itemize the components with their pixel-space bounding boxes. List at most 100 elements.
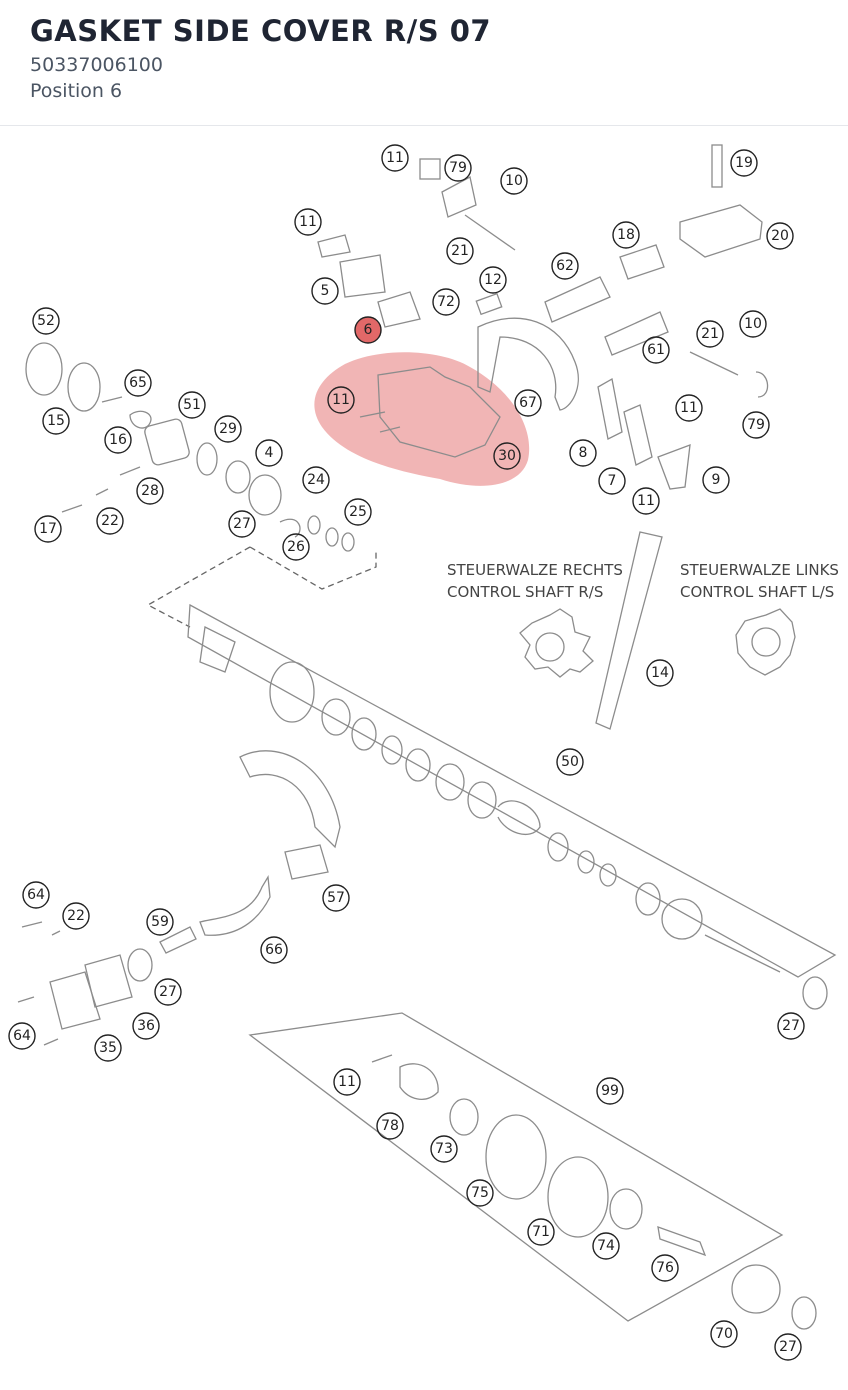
callout-30[interactable]: 30 [493,442,521,470]
callout-number: 75 [471,1185,489,1201]
callout-circle [311,277,339,305]
callout-number: 11 [299,214,317,230]
callout-circle [766,222,794,250]
callout-22[interactable]: 22 [96,507,124,535]
callout-26[interactable]: 26 [282,533,310,561]
callout-8[interactable]: 8 [569,439,597,467]
callout-number: 35 [99,1040,117,1056]
callout-29[interactable]: 29 [214,415,242,443]
callout-16[interactable]: 16 [104,426,132,454]
callout-11[interactable]: 11 [327,386,355,414]
callout-circle [228,510,256,538]
callout-circle [646,659,674,687]
callout-circle [777,1012,805,1040]
callout-number: 11 [680,400,698,416]
callout-72[interactable]: 72 [432,288,460,316]
callout-circle [302,466,330,494]
callout-11[interactable]: 11 [294,208,322,236]
callout-number: 36 [137,1018,155,1034]
callout-65[interactable]: 65 [124,369,152,397]
callout-35[interactable]: 35 [94,1034,122,1062]
callout-11[interactable]: 11 [675,394,703,422]
callout-number: 24 [307,472,325,488]
callout-79[interactable]: 79 [444,154,472,182]
callout-21[interactable]: 21 [696,320,724,348]
callout-27[interactable]: 27 [228,510,256,538]
callout-12[interactable]: 12 [479,266,507,294]
callout-99[interactable]: 99 [596,1077,624,1105]
callout-number: 22 [67,908,85,924]
callout-57[interactable]: 57 [322,884,350,912]
callout-4[interactable]: 4 [255,439,283,467]
callout-28[interactable]: 28 [136,477,164,505]
callout-61[interactable]: 61 [642,336,670,364]
callout-22[interactable]: 22 [62,902,90,930]
callout-17[interactable]: 17 [34,515,62,543]
callout-circle [696,320,724,348]
callout-70[interactable]: 70 [710,1320,738,1348]
callout-19[interactable]: 19 [730,149,758,177]
callout-circle [774,1333,802,1361]
callout-21[interactable]: 21 [446,237,474,265]
callout-79[interactable]: 79 [742,411,770,439]
callout-circle [730,149,758,177]
callout-11[interactable]: 11 [632,487,660,515]
callout-number: 10 [744,316,762,332]
callout-10[interactable]: 10 [500,167,528,195]
callout-circle [294,208,322,236]
callout-52[interactable]: 52 [32,307,60,335]
callout-64[interactable]: 64 [22,881,50,909]
callout-75[interactable]: 75 [466,1179,494,1207]
callout-20[interactable]: 20 [766,222,794,250]
callout-number: 11 [338,1074,356,1090]
callout-7[interactable]: 7 [598,467,626,495]
callout-11[interactable]: 11 [333,1068,361,1096]
callout-74[interactable]: 74 [592,1232,620,1260]
callout-circle [354,316,382,344]
callout-number: 27 [782,1018,800,1034]
callout-number: 27 [159,984,177,1000]
callout-76[interactable]: 76 [651,1254,679,1282]
callout-10[interactable]: 10 [739,310,767,338]
callout-36[interactable]: 36 [132,1012,160,1040]
callout-78[interactable]: 78 [376,1112,404,1140]
callout-15[interactable]: 15 [42,407,70,435]
callout-59[interactable]: 59 [146,908,174,936]
callout-64[interactable]: 64 [8,1022,36,1050]
callout-50[interactable]: 50 [556,748,584,776]
callout-62[interactable]: 62 [551,252,579,280]
callout-circle [612,221,640,249]
callout-circle [596,1077,624,1105]
callout-71[interactable]: 71 [527,1218,555,1246]
callout-number: 66 [265,942,283,958]
callout-25[interactable]: 25 [344,498,372,526]
part-number: 50337006100 [30,54,163,76]
callout-circle [327,386,355,414]
callout-73[interactable]: 73 [430,1135,458,1163]
callout-67[interactable]: 67 [514,389,542,417]
callout-number: 7 [608,473,617,489]
callout-27[interactable]: 27 [777,1012,805,1040]
callout-66[interactable]: 66 [260,936,288,964]
callout-11[interactable]: 11 [381,144,409,172]
callout-27[interactable]: 27 [154,978,182,1006]
callout-9[interactable]: 9 [702,466,730,494]
callout-number: 16 [109,432,127,448]
callout-circle [444,154,472,182]
callout-circle [333,1068,361,1096]
callout-number: 70 [715,1326,733,1342]
callout-5[interactable]: 5 [311,277,339,305]
callout-27[interactable]: 27 [774,1333,802,1361]
callout-51[interactable]: 51 [178,391,206,419]
callout-6[interactable]: 6 [354,316,382,344]
exploded-parts-diagram: STEUERWALZE RECHTS CONTROL SHAFT R/S STE… [0,127,848,1390]
callout-circle [551,252,579,280]
callout-24[interactable]: 24 [302,466,330,494]
callout-18[interactable]: 18 [612,221,640,249]
callout-number: 5 [321,283,330,299]
callout-circle [675,394,703,422]
callout-number: 50 [561,754,579,770]
callout-14[interactable]: 14 [646,659,674,687]
callout-circle [96,507,124,535]
callout-number: 10 [505,173,523,189]
